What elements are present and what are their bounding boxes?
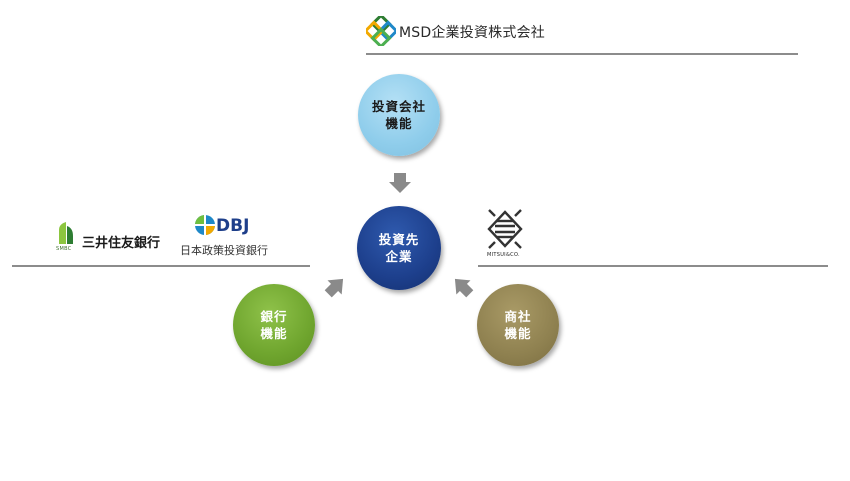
dbj-globe-logo-icon (195, 215, 215, 235)
smbc-abbr: SMBC (56, 246, 72, 252)
bank-node-line2: 機能 (260, 326, 288, 341)
left-divider-line (12, 265, 310, 267)
trading-node-line2: 機能 (504, 326, 532, 341)
arrow-up-right-icon (454, 278, 474, 298)
investment-node-line1: 投資会社 (371, 99, 426, 114)
trading-function-node: 商社 機能 (477, 284, 559, 366)
mitsui-emblem-logo-icon (487, 209, 523, 249)
smbc-bank-name: 三井住友銀行 (82, 236, 161, 251)
msd-diamond-logo-icon (366, 16, 396, 46)
msd-company-name: MSD企業投資株式会社 (399, 25, 545, 41)
msd-divider-line (366, 53, 798, 55)
investment-node-line2: 機能 (385, 116, 413, 131)
center-node-line1: 投資先 (378, 232, 420, 247)
investment-company-node: 投資会社 機能 (358, 74, 440, 156)
arrow-down-icon (389, 173, 411, 193)
center-node-line2: 企業 (385, 249, 413, 264)
bank-function-node: 銀行 機能 (233, 284, 315, 366)
arrow-up-left-icon (324, 278, 344, 298)
right-divider-line (478, 265, 828, 267)
trading-node-line1: 商社 (504, 309, 532, 324)
mitsui-name: MITSUI&CO. (487, 252, 520, 258)
bank-node-line1: 銀行 (260, 309, 288, 324)
smbc-leaf-logo-icon (59, 222, 73, 244)
portfolio-company-node: 投資先 企業 (357, 206, 441, 290)
dbj-name: DBJ (216, 216, 250, 236)
dbj-subtitle: 日本政策投資銀行 (180, 244, 268, 257)
